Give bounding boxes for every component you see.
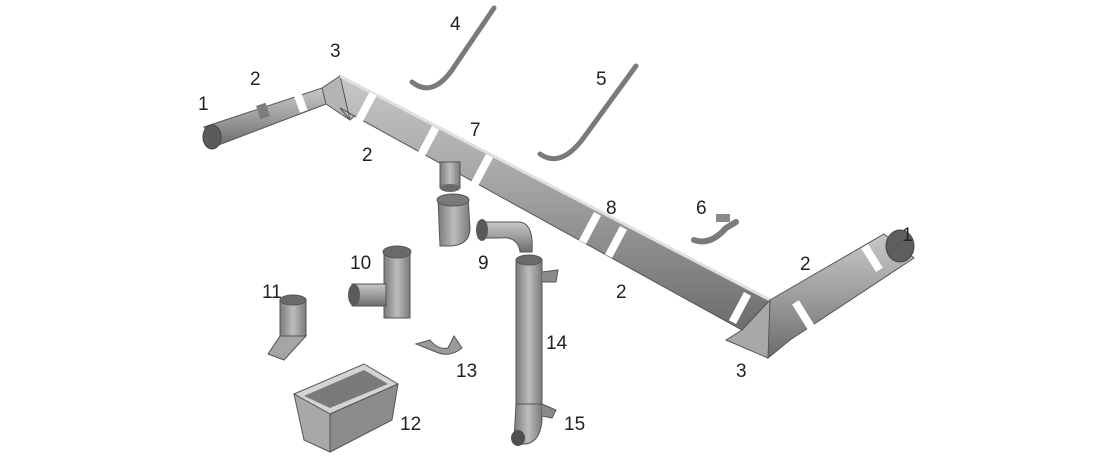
- callout-label: 2: [616, 282, 627, 303]
- callout-label: 13: [456, 361, 478, 382]
- bracket-4: [409, 5, 497, 91]
- clip-13: [414, 335, 463, 355]
- bracket-6: [691, 214, 739, 245]
- gutter-right-section: [767, 229, 915, 360]
- hopper-12: [292, 363, 400, 453]
- callout-label: 7: [470, 120, 481, 141]
- callout-label: 6: [696, 198, 707, 219]
- callout-label: 2: [800, 254, 811, 275]
- callout-label: 1: [198, 94, 209, 115]
- downpipe-14: [515, 254, 559, 411]
- bracket-5: [537, 63, 639, 162]
- elbow-9: [436, 193, 533, 253]
- callout-label: 9: [478, 253, 489, 274]
- callout-label: 2: [362, 145, 373, 166]
- callout-label: 14: [546, 333, 568, 354]
- callout-label: 1: [902, 225, 913, 246]
- callout-label: 15: [564, 414, 586, 435]
- offset-11: [267, 294, 308, 361]
- gutter-outlet: [439, 161, 461, 192]
- callout-label: 3: [736, 361, 747, 382]
- callout-label: 12: [400, 414, 422, 435]
- callout-label: 4: [450, 14, 461, 35]
- gutter-main-diagonal: [339, 74, 771, 331]
- gutter-left-section: [202, 87, 337, 150]
- callout-label: 10: [350, 253, 372, 274]
- callout-label: 2: [250, 69, 261, 90]
- tee-10: [348, 245, 412, 319]
- callout-label: 5: [596, 69, 607, 90]
- callout-label: 11: [262, 282, 282, 303]
- shoe-15: [511, 403, 557, 446]
- callout-label: 3: [330, 41, 341, 62]
- callout-label: 8: [606, 198, 617, 219]
